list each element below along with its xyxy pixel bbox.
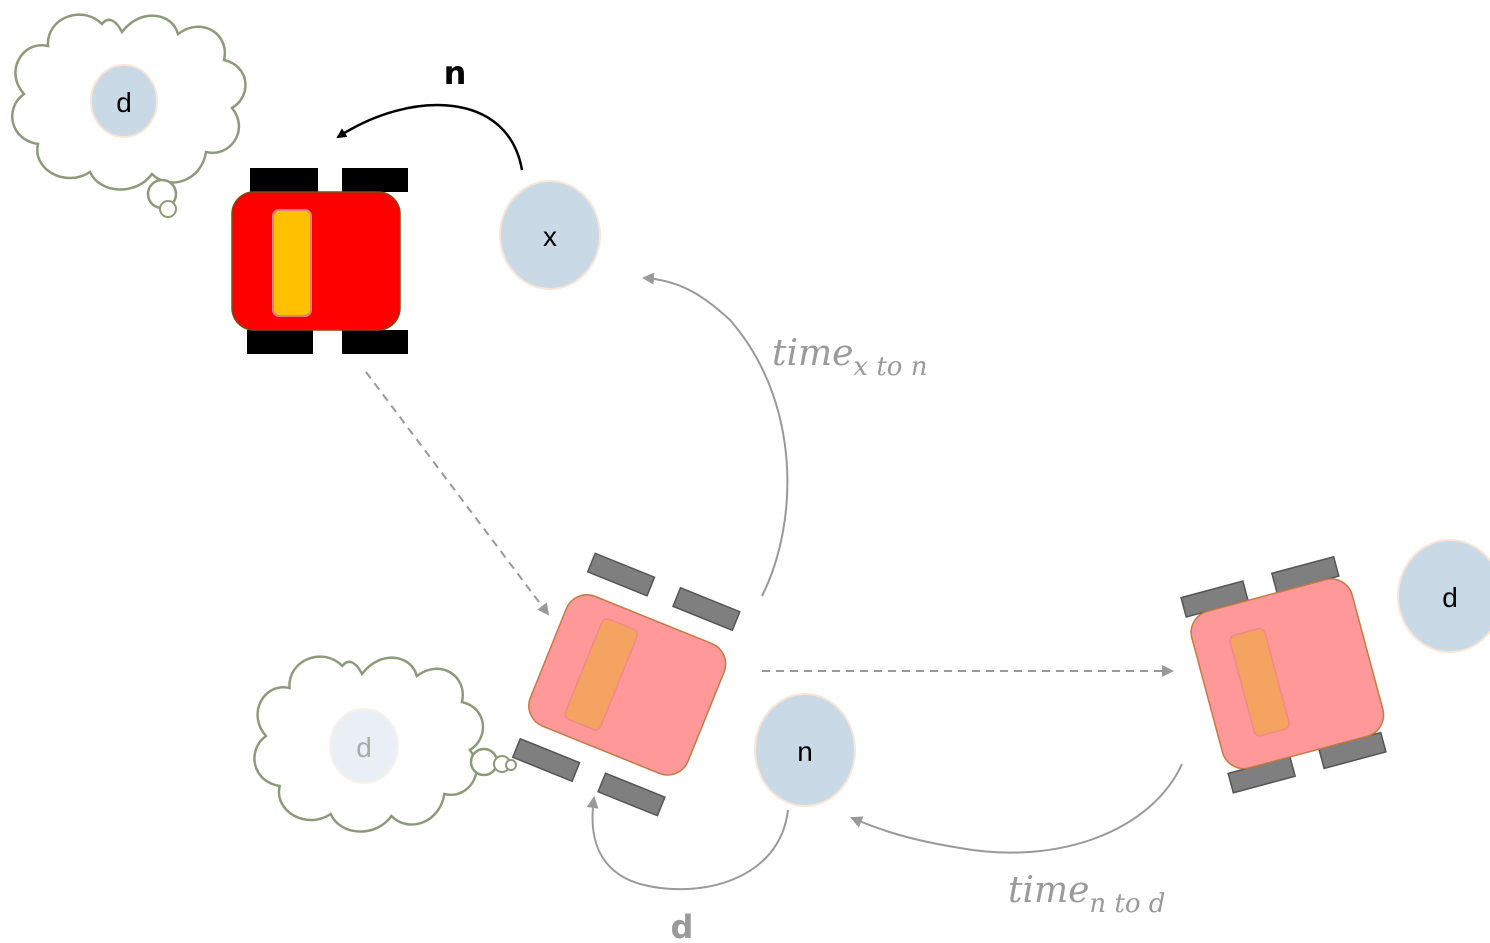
- thought-cloud-bottom: d: [253, 655, 517, 833]
- robot-seat: [1229, 627, 1290, 737]
- node-x-label: x: [543, 221, 557, 252]
- thought-bubble-dot: [505, 759, 517, 771]
- robot-seat: [564, 618, 639, 731]
- robot-wheel: [672, 586, 741, 632]
- thought-node-d-faded: [329, 708, 399, 784]
- robot-wheel: [597, 772, 666, 817]
- robot-wheel: [342, 330, 408, 354]
- robot-wheel: [250, 168, 318, 192]
- node-n: n: [754, 693, 856, 807]
- node-d-label: d: [1442, 582, 1458, 613]
- thought-node-d-label: d: [116, 87, 132, 118]
- action-arrow-bottom: [586, 796, 789, 891]
- thought-cloud-top: d: [10, 13, 247, 218]
- time-x-to-n-label: timex to n: [772, 333, 927, 382]
- time-n-to-d-label: timen to d: [1008, 870, 1165, 919]
- transition-arrow-diagonal: [365, 371, 550, 616]
- robot-car-icon: [1190, 578, 1385, 770]
- robot-middle: [511, 552, 741, 817]
- thought-bubble-small: [469, 747, 499, 777]
- robot-car-icon: [231, 191, 401, 331]
- time-arrow-x-to-n: [642, 272, 789, 597]
- robot-wheel: [511, 737, 581, 783]
- time-arrow-n-to-d: [850, 763, 1183, 854]
- robot-seat: [272, 209, 312, 317]
- thought-bubble-tiny: [159, 200, 177, 218]
- robot-active: [231, 168, 408, 354]
- robot-wheel: [247, 330, 313, 354]
- robot-wheel: [342, 168, 408, 192]
- robot-wheel: [586, 552, 656, 597]
- action-label-top: n: [444, 54, 467, 92]
- action-label-bottom: d: [671, 908, 694, 943]
- node-n-label: n: [797, 736, 813, 767]
- node-x: x: [499, 180, 601, 290]
- node-d: d: [1397, 539, 1490, 653]
- action-arrow-top: [336, 103, 524, 171]
- thought-node-d-faded-label: d: [356, 732, 372, 763]
- thought-node-d: [90, 64, 158, 138]
- robot-right: [1180, 555, 1387, 794]
- robot-car-icon: [528, 594, 727, 776]
